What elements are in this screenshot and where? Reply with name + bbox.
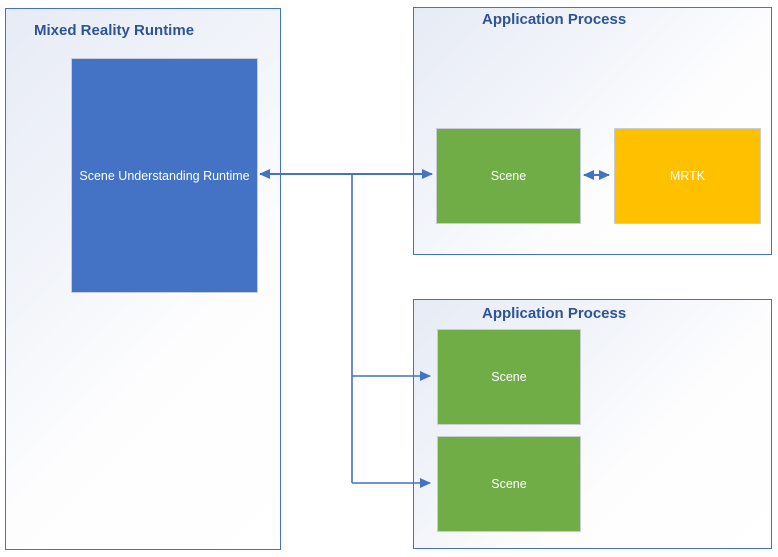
container-application-process-top: Application Process Scene MRTK [413, 7, 772, 255]
application-process-top-title: Application Process [482, 11, 627, 28]
node-mrtk: MRTK [614, 128, 761, 224]
node-scene-bottom-2: Scene [437, 436, 581, 532]
node-scene-understanding-runtime: Scene Understanding Runtime [71, 58, 258, 293]
scene-bottom-1-label: Scene [491, 370, 527, 384]
scene-bottom-2-label: Scene [491, 477, 527, 491]
container-mixed-reality-runtime: Mixed Reality Runtime Scene Understandin… [5, 8, 281, 550]
node-scene-bottom-1: Scene [437, 329, 581, 425]
container-application-process-bottom: Application Process Scene Scene [413, 299, 772, 549]
mixed-reality-runtime-title: Mixed Reality Runtime [34, 22, 195, 39]
node-scene-top: Scene [436, 128, 581, 224]
scene-top-label: Scene [490, 169, 527, 183]
mrtk-label: MRTK [669, 169, 706, 183]
scene-understanding-runtime-label: Scene Understanding Runtime [79, 168, 250, 183]
application-process-bottom-title: Application Process [482, 305, 627, 322]
